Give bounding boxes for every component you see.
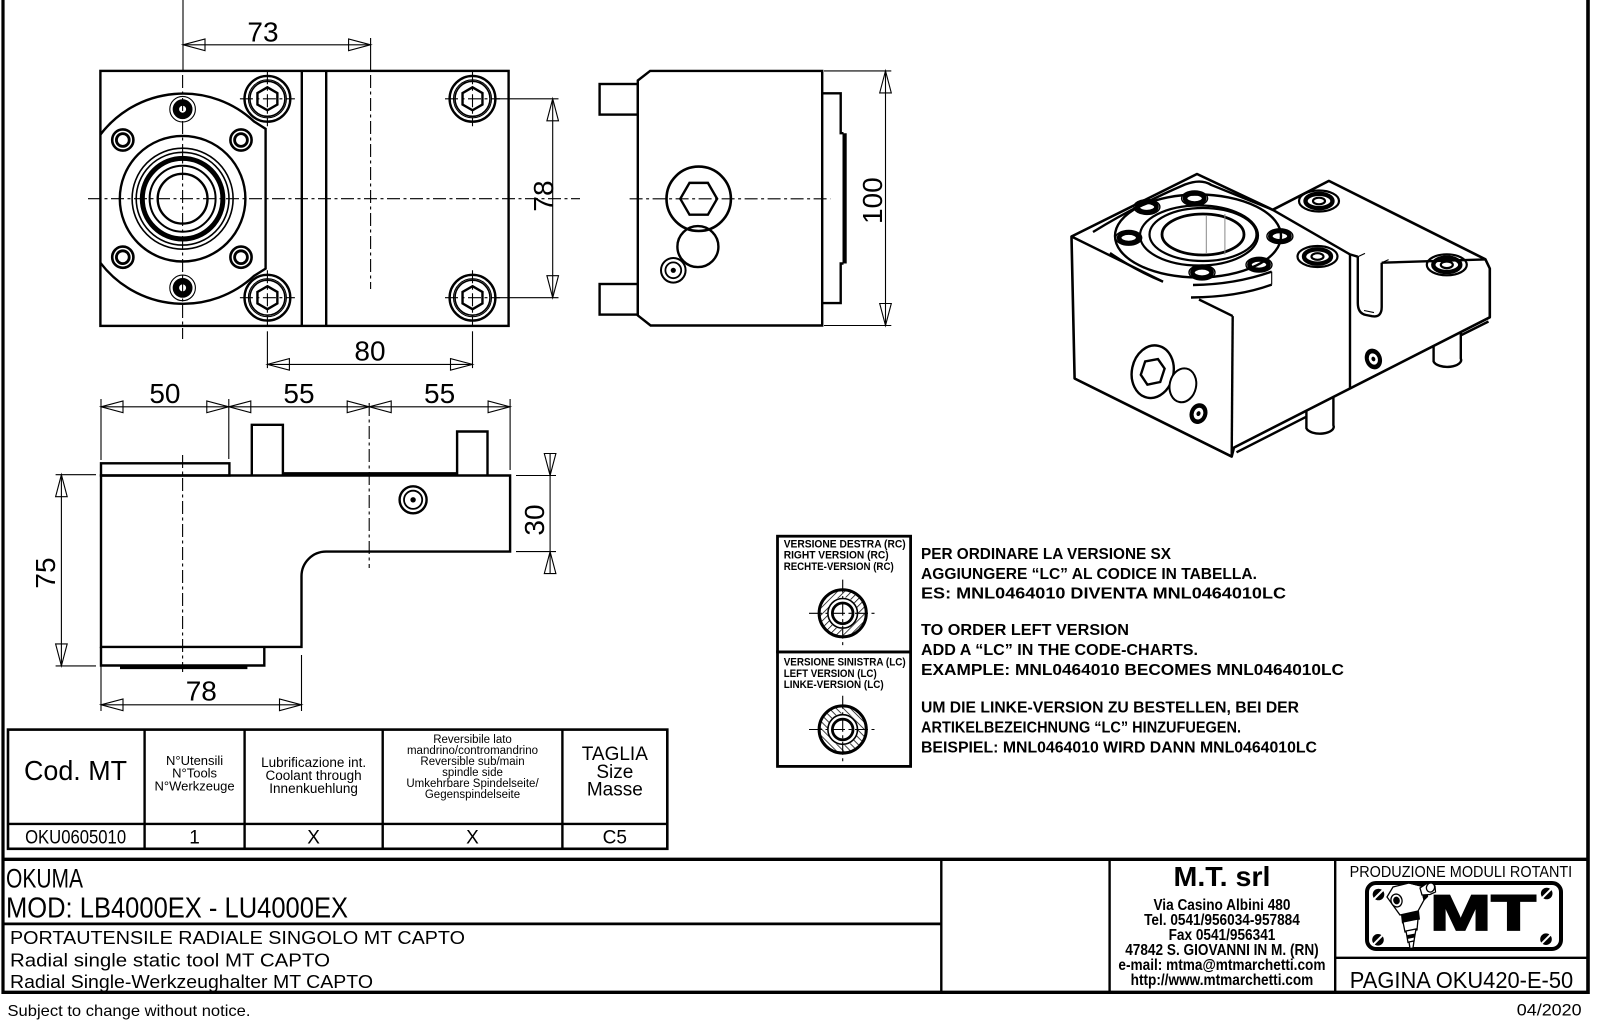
svg-text:Innenkuehlung: Innenkuehlung <box>269 781 358 796</box>
svg-text:Tel. 0541/956034-957884: Tel. 0541/956034-957884 <box>1144 912 1301 929</box>
svg-text:Reversibile lato: Reversibile lato <box>433 734 512 746</box>
svg-text:ES: MNL0464010 DIVENTA MNL0464: ES: MNL0464010 DIVENTA MNL0464010LC <box>921 586 1286 603</box>
svg-text:Coolant through: Coolant through <box>266 768 362 783</box>
svg-text:PRODUZIONE MODULI ROTANTI: PRODUZIONE MODULI ROTANTI <box>1350 864 1573 881</box>
svg-text:LINKE-VERSION (LC): LINKE-VERSION (LC) <box>784 679 884 691</box>
svg-text:spindle side: spindle side <box>442 767 503 779</box>
svg-text:M.T. srl: M.T. srl <box>1174 861 1271 892</box>
svg-text:ARTIKELBEZEICHNUNG “LC” HINZUF: ARTIKELBEZEICHNUNG “LC” HINZUFUEGEN. <box>921 720 1241 737</box>
svg-text:RECHTE-VERSION (RC): RECHTE-VERSION (RC) <box>784 561 894 573</box>
svg-text:55: 55 <box>283 378 314 409</box>
svg-text:100: 100 <box>857 177 888 224</box>
svg-text:N°Werkzeuge: N°Werkzeuge <box>155 778 235 793</box>
svg-text:55: 55 <box>424 378 455 409</box>
svg-text:BEISPIEL: MNL0464010 WIRD DANN: BEISPIEL: MNL0464010 WIRD DANN MNL046401… <box>921 740 1317 757</box>
svg-text:78: 78 <box>186 675 217 706</box>
svg-text:VERSIONE SINISTRA (LC): VERSIONE SINISTRA (LC) <box>784 657 906 669</box>
svg-text:TAGLIA: TAGLIA <box>582 744 648 765</box>
svg-text:Fax 0541/956341: Fax 0541/956341 <box>1169 927 1276 944</box>
svg-text:Via Casino Albini 480: Via Casino Albini 480 <box>1153 897 1290 914</box>
svg-text:80: 80 <box>354 336 385 367</box>
svg-text:X: X <box>307 828 320 849</box>
svg-text:AGGIUNGERE “LC” AL CODICE IN T: AGGIUNGERE “LC” AL CODICE IN TABELLA. <box>921 566 1257 583</box>
svg-text:Subject to change without noti: Subject to change without notice. <box>8 1003 251 1020</box>
svg-text:Cod. MT: Cod. MT <box>24 755 127 786</box>
svg-text:Radial single static tool MT C: Radial single static tool MT CAPTO <box>10 950 330 970</box>
svg-text:EXAMPLE: MNL0464010 BECOMES MN: EXAMPLE: MNL0464010 BECOMES MNL0464010LC <box>921 662 1344 679</box>
svg-text:1: 1 <box>189 828 200 849</box>
svg-text:47842 S. GIOVANNI IN M. (RN): 47842 S. GIOVANNI IN M. (RN) <box>1125 942 1319 959</box>
svg-text:Size: Size <box>596 762 633 783</box>
svg-text:Gegenspindelseite: Gegenspindelseite <box>425 789 520 801</box>
svg-text:N°Utensili: N°Utensili <box>166 753 223 768</box>
svg-text:73: 73 <box>247 16 278 47</box>
svg-text:N°Tools: N°Tools <box>172 766 217 781</box>
svg-text:LEFT VERSION (LC): LEFT VERSION (LC) <box>784 668 877 680</box>
svg-text:50: 50 <box>149 378 180 409</box>
svg-text:Lubrificazione int.: Lubrificazione int. <box>261 755 366 770</box>
svg-text:OKU0605010: OKU0605010 <box>25 828 126 849</box>
svg-text:RIGHT VERSION (RC): RIGHT VERSION (RC) <box>784 550 889 562</box>
svg-text:04/2020: 04/2020 <box>1517 1001 1582 1020</box>
svg-text:Reversible sub/main: Reversible sub/main <box>420 756 524 768</box>
svg-text:OKUMA: OKUMA <box>6 864 83 894</box>
svg-text:78: 78 <box>528 180 559 211</box>
svg-text:Umkehrbare Spindelseite/: Umkehrbare Spindelseite/ <box>406 778 539 790</box>
svg-text:X: X <box>466 828 479 849</box>
svg-text:VERSIONE DESTRA (RC): VERSIONE DESTRA (RC) <box>784 539 906 551</box>
svg-text:MT: MT <box>1430 885 1536 941</box>
svg-text:Masse: Masse <box>587 780 643 801</box>
svg-text:PORTAUTENSILE RADIALE SINGOLO: PORTAUTENSILE RADIALE SINGOLO MT CAPTO <box>10 928 465 948</box>
svg-text:30: 30 <box>519 504 550 535</box>
svg-text:MOD: LB4000EX - LU4000EX: MOD: LB4000EX - LU4000EX <box>6 893 348 925</box>
svg-text:75: 75 <box>30 557 61 588</box>
svg-text:C5: C5 <box>603 828 627 849</box>
svg-text:ADD A “LC” IN THE CODE-CHARTS.: ADD A “LC” IN THE CODE-CHARTS. <box>921 642 1198 659</box>
svg-text:Radial Single-Werkzeughalter M: Radial Single-Werkzeughalter MT CAPTO <box>10 972 373 992</box>
svg-text:TO ORDER LEFT VERSION: TO ORDER LEFT VERSION <box>921 622 1129 639</box>
svg-text:UM DIE LINKE-VERSION ZU BESTEL: UM DIE LINKE-VERSION ZU BESTELLEN, BEI D… <box>921 700 1299 717</box>
svg-text:e-mail: mtma@mtmarchetti.com: e-mail: mtma@mtmarchetti.com <box>1118 957 1325 974</box>
svg-text:http://www.mtmarchetti.com: http://www.mtmarchetti.com <box>1131 972 1314 989</box>
svg-text:PAGINA OKU420-E-50: PAGINA OKU420-E-50 <box>1350 967 1573 993</box>
svg-text:PER ORDINARE LA VERSIONE SX: PER ORDINARE LA VERSIONE SX <box>921 546 1172 563</box>
svg-text:mandrino/contromandrino: mandrino/contromandrino <box>407 745 538 757</box>
